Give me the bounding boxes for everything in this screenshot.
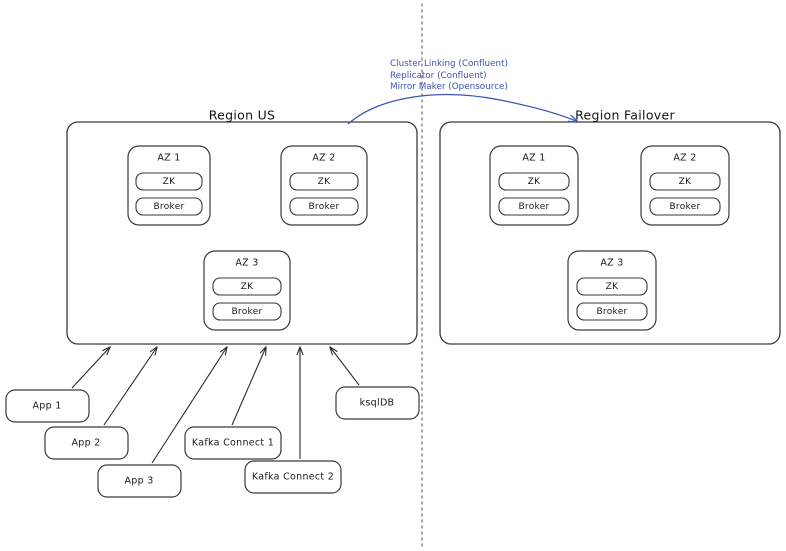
client-ksqldb-box[interactable] — [335, 386, 420, 420]
client-kafka-connect-2-box[interactable] — [244, 460, 342, 494]
fo-az-2-broker-label: Broker — [669, 202, 701, 212]
fo-az-3-zk-box[interactable] — [576, 277, 648, 296]
replication-note-line-2: Replicator (Confluent) — [390, 70, 487, 81]
region-failover-title: Region Failover — [575, 107, 675, 123]
us-az-3-title: AZ 3 — [235, 257, 259, 269]
replication-note: Cluster Linking (Confluent) Replicator (… — [390, 59, 508, 94]
fo-az-1-title: AZ 1 — [522, 152, 546, 164]
fo-az-3-title: AZ 3 — [600, 257, 624, 269]
fo-az-3-broker-label: Broker — [596, 307, 628, 317]
replication-note-line-3: Mirror Maker (Opensource) — [390, 82, 508, 92]
fo-az-1-zk-box[interactable] — [498, 172, 570, 191]
us-az-1-broker-box[interactable] — [135, 197, 203, 216]
fo-az-2-zk-box[interactable] — [649, 172, 721, 191]
us-az-2-broker-box[interactable] — [289, 197, 359, 216]
arrow-kafka-connect-1-to-region-us — [231, 347, 266, 426]
replication-note-line-1: Cluster Linking (Confluent) — [390, 59, 508, 69]
fo-az-1-broker-box[interactable] — [498, 197, 570, 216]
us-az-1-zk-label: ZK — [162, 177, 176, 187]
us-az-2-title: AZ 2 — [312, 152, 336, 164]
arrow-ksqldb-to-region-us — [330, 347, 360, 386]
us-az-3-zk-label: ZK — [240, 282, 254, 292]
us-az-3-broker-box[interactable] — [212, 302, 282, 321]
us-az-2-zk-box[interactable] — [289, 172, 359, 191]
arrow-app-1-to-region-us — [71, 347, 110, 389]
us-az-2-broker-label: Broker — [308, 202, 340, 212]
client-kafka-connect-2-label: Kafka Connect 2 — [251, 471, 335, 483]
client-app-2-box[interactable] — [44, 426, 129, 460]
us-az-1-broker-label: Broker — [153, 202, 185, 212]
client-app-3-box[interactable] — [97, 464, 182, 498]
region-us-title: Region US — [208, 107, 276, 123]
arrow-app-2-to-region-us — [103, 347, 157, 426]
us-az-3-zk-box[interactable] — [212, 277, 282, 296]
fo-az-1-zk-label: ZK — [527, 177, 541, 187]
replication-arrow — [347, 94, 578, 125]
fo-az-3-broker-box[interactable] — [576, 302, 648, 321]
us-az-2-zk-label: ZK — [317, 177, 331, 187]
fo-az-2-title: AZ 2 — [673, 152, 697, 164]
fo-az-1-broker-label: Broker — [518, 202, 550, 212]
us-az-3-broker-label: Broker — [231, 307, 263, 317]
client-kafka-connect-1-label: Kafka Connect 1 — [191, 437, 275, 449]
client-app-1-label: App 1 — [32, 400, 62, 412]
fo-az-2-zk-label: ZK — [678, 177, 692, 187]
fo-az-3-zk-label: ZK — [605, 282, 619, 292]
client-ksqldb-label: ksqlDB — [359, 397, 395, 409]
fo-az-2-broker-box[interactable] — [649, 197, 721, 216]
client-app-2-label: App 2 — [71, 437, 101, 449]
client-app-1-box[interactable] — [5, 389, 90, 423]
client-app-3-label: App 3 — [124, 475, 154, 487]
arrow-app-3-to-region-us — [151, 347, 227, 464]
us-az-1-title: AZ 1 — [157, 152, 181, 164]
us-az-1-zk-box[interactable] — [135, 172, 203, 191]
client-kafka-connect-1-box[interactable] — [184, 426, 282, 460]
